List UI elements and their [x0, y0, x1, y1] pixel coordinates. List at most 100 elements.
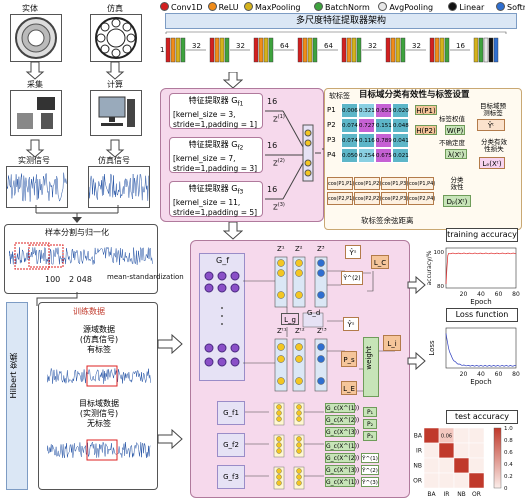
gf1-block: G_f1 [217, 401, 245, 425]
fe2-sub: f2 [237, 144, 244, 152]
arch-layer-4-3 [356, 37, 362, 63]
soft-row-label-3: P4 [327, 151, 336, 159]
cm-row-3: OR [413, 478, 422, 485]
p2-box: P₂ [363, 419, 377, 429]
p3-box: P₃ [363, 431, 377, 441]
cos-cell-1-1: cos(P2,P2) [354, 192, 381, 205]
arch-layer-1-0 [209, 37, 215, 63]
lower-node-0-0-0 [276, 404, 282, 410]
soft-cell-0-2: 0.653 [375, 103, 392, 118]
fe1-sub: f1 [237, 100, 244, 108]
arch-layer-6-1 [434, 37, 440, 63]
cm-cell-1-2 [453, 442, 470, 459]
legend-dot-2 [244, 2, 253, 11]
cm-cell-2-2 [453, 457, 470, 474]
train-acc-ytick-1: 80 [437, 284, 444, 290]
cos-cell-1-0: cos(P2,P1) [327, 192, 354, 205]
train-acc-ytick-0: 100 [434, 250, 445, 256]
loss-xtick-0: 20 [460, 371, 468, 378]
arch-layer-5-1 [390, 37, 396, 63]
arch-layer-1-2 [219, 37, 225, 63]
arch-layer-2-0 [253, 37, 259, 63]
arch-channel-5: 32 [412, 42, 421, 50]
soft-row-label-2: P3 [327, 136, 336, 144]
arch-layer-3-3 [312, 37, 318, 63]
legend-item-5: Linear [448, 2, 484, 12]
arch-brace [165, 31, 507, 34]
arch-channel-2: 64 [280, 42, 289, 50]
train-acc-xlabel: Epoch [470, 298, 491, 306]
train-acc-xtick-0: 20 [460, 291, 468, 298]
legend-item-0: Conv1D [160, 2, 203, 12]
gf-nodes [204, 271, 240, 367]
soft-cell-0-0: 0.006 [341, 103, 358, 118]
seg-num-2048: 2 048 [69, 275, 92, 284]
arch-channel-6: 16 [456, 42, 465, 50]
arch-layer-6-3 [444, 37, 450, 63]
segmentation-title: 样本分割与归一化 [45, 228, 109, 237]
cos-caption: 软标签余弦距离 [361, 216, 414, 225]
segmentation-wave [9, 242, 153, 270]
cm-cell-1-3 [468, 442, 485, 459]
real-label: 实体 [22, 4, 38, 13]
hilbert-box: Hilbert 变换 [6, 302, 28, 490]
arch-layer-7-2 [483, 37, 489, 63]
lower-node-0-0-1 [276, 410, 282, 416]
seg-window-2 [28, 244, 64, 268]
p1-box: P₁ [363, 407, 377, 417]
soft-cell-3-3: 0.021 [392, 148, 409, 163]
arch-layer-7-1 [478, 37, 484, 63]
arch-channel-4: 32 [368, 42, 377, 50]
z2-label: Z(2) [273, 158, 285, 168]
arch-layer-1-1 [214, 37, 220, 63]
ys2-box: Ŷ^(2) [341, 271, 363, 285]
soft-row-label-0: P1 [327, 106, 336, 114]
cm-row-1: IR [416, 448, 422, 455]
daq-icon [17, 97, 55, 129]
legend-dot-6 [496, 2, 505, 11]
main-connectors [243, 256, 395, 490]
cm-value-0-1: 0.06 [441, 434, 452, 440]
fe1-dim: 16 [267, 97, 278, 106]
legend-label-4: AvgPooling [389, 3, 434, 12]
training-data-label: 训练数据 [73, 307, 105, 316]
main-model-panel: G_f Z¹ Z² Z³ Ŷˢ Ŷ^(2) L_C L_g G_d Ŷˢ Zᵗ¹… [190, 240, 410, 498]
legend-dot-0 [160, 2, 169, 11]
soft-cell-2-2: 0.789 [375, 133, 392, 148]
legend-label-3: BatchNorm [325, 3, 370, 12]
loss-xtick-3: 80 [512, 371, 520, 378]
gf-label: G_f [216, 256, 230, 265]
chart-arrows [407, 275, 426, 371]
legend-label-5: Linear [459, 3, 485, 12]
cbar-tick-1: 0.8 [504, 438, 513, 444]
train-acc-ylabel: accuracy/% [426, 250, 433, 285]
loss-ylabel: Loss [428, 340, 436, 356]
z2-top: Z² [295, 245, 303, 253]
cm-cell-3-2 [453, 472, 470, 489]
merge-arrows [35, 205, 119, 223]
loss-xtick-2: 60 [495, 371, 503, 378]
cbar-tick-3: 0.4 [504, 462, 513, 468]
z1-top: Z¹ [277, 245, 285, 253]
soft-row-label-1: P2 [327, 121, 336, 129]
gc-x2-b: G_c(X^(2)) [325, 453, 360, 463]
srcwave-line [47, 368, 151, 384]
cm-row-0: BA [414, 433, 423, 440]
lower-node-1-1-1 [296, 442, 302, 448]
ys-box: Ŷˢ [345, 245, 361, 259]
cos-cell-0-3: cos(P1,P4) [408, 177, 435, 190]
arch-down-arrow [222, 71, 244, 89]
collect-label: 采集 [27, 80, 43, 89]
zt1-label: Zᵗ¹ [277, 327, 287, 335]
cos-cell-0-0: cos(P1,P1) [327, 177, 354, 190]
lower-node-1-1-0 [296, 436, 302, 442]
ps-box: P_s [341, 351, 357, 367]
tgtwave-line [47, 441, 151, 458]
z-node-bot-0-2 [277, 377, 285, 385]
fe3-title: 特征提取器 G [188, 184, 238, 193]
arch-layer-5-2 [395, 37, 401, 63]
